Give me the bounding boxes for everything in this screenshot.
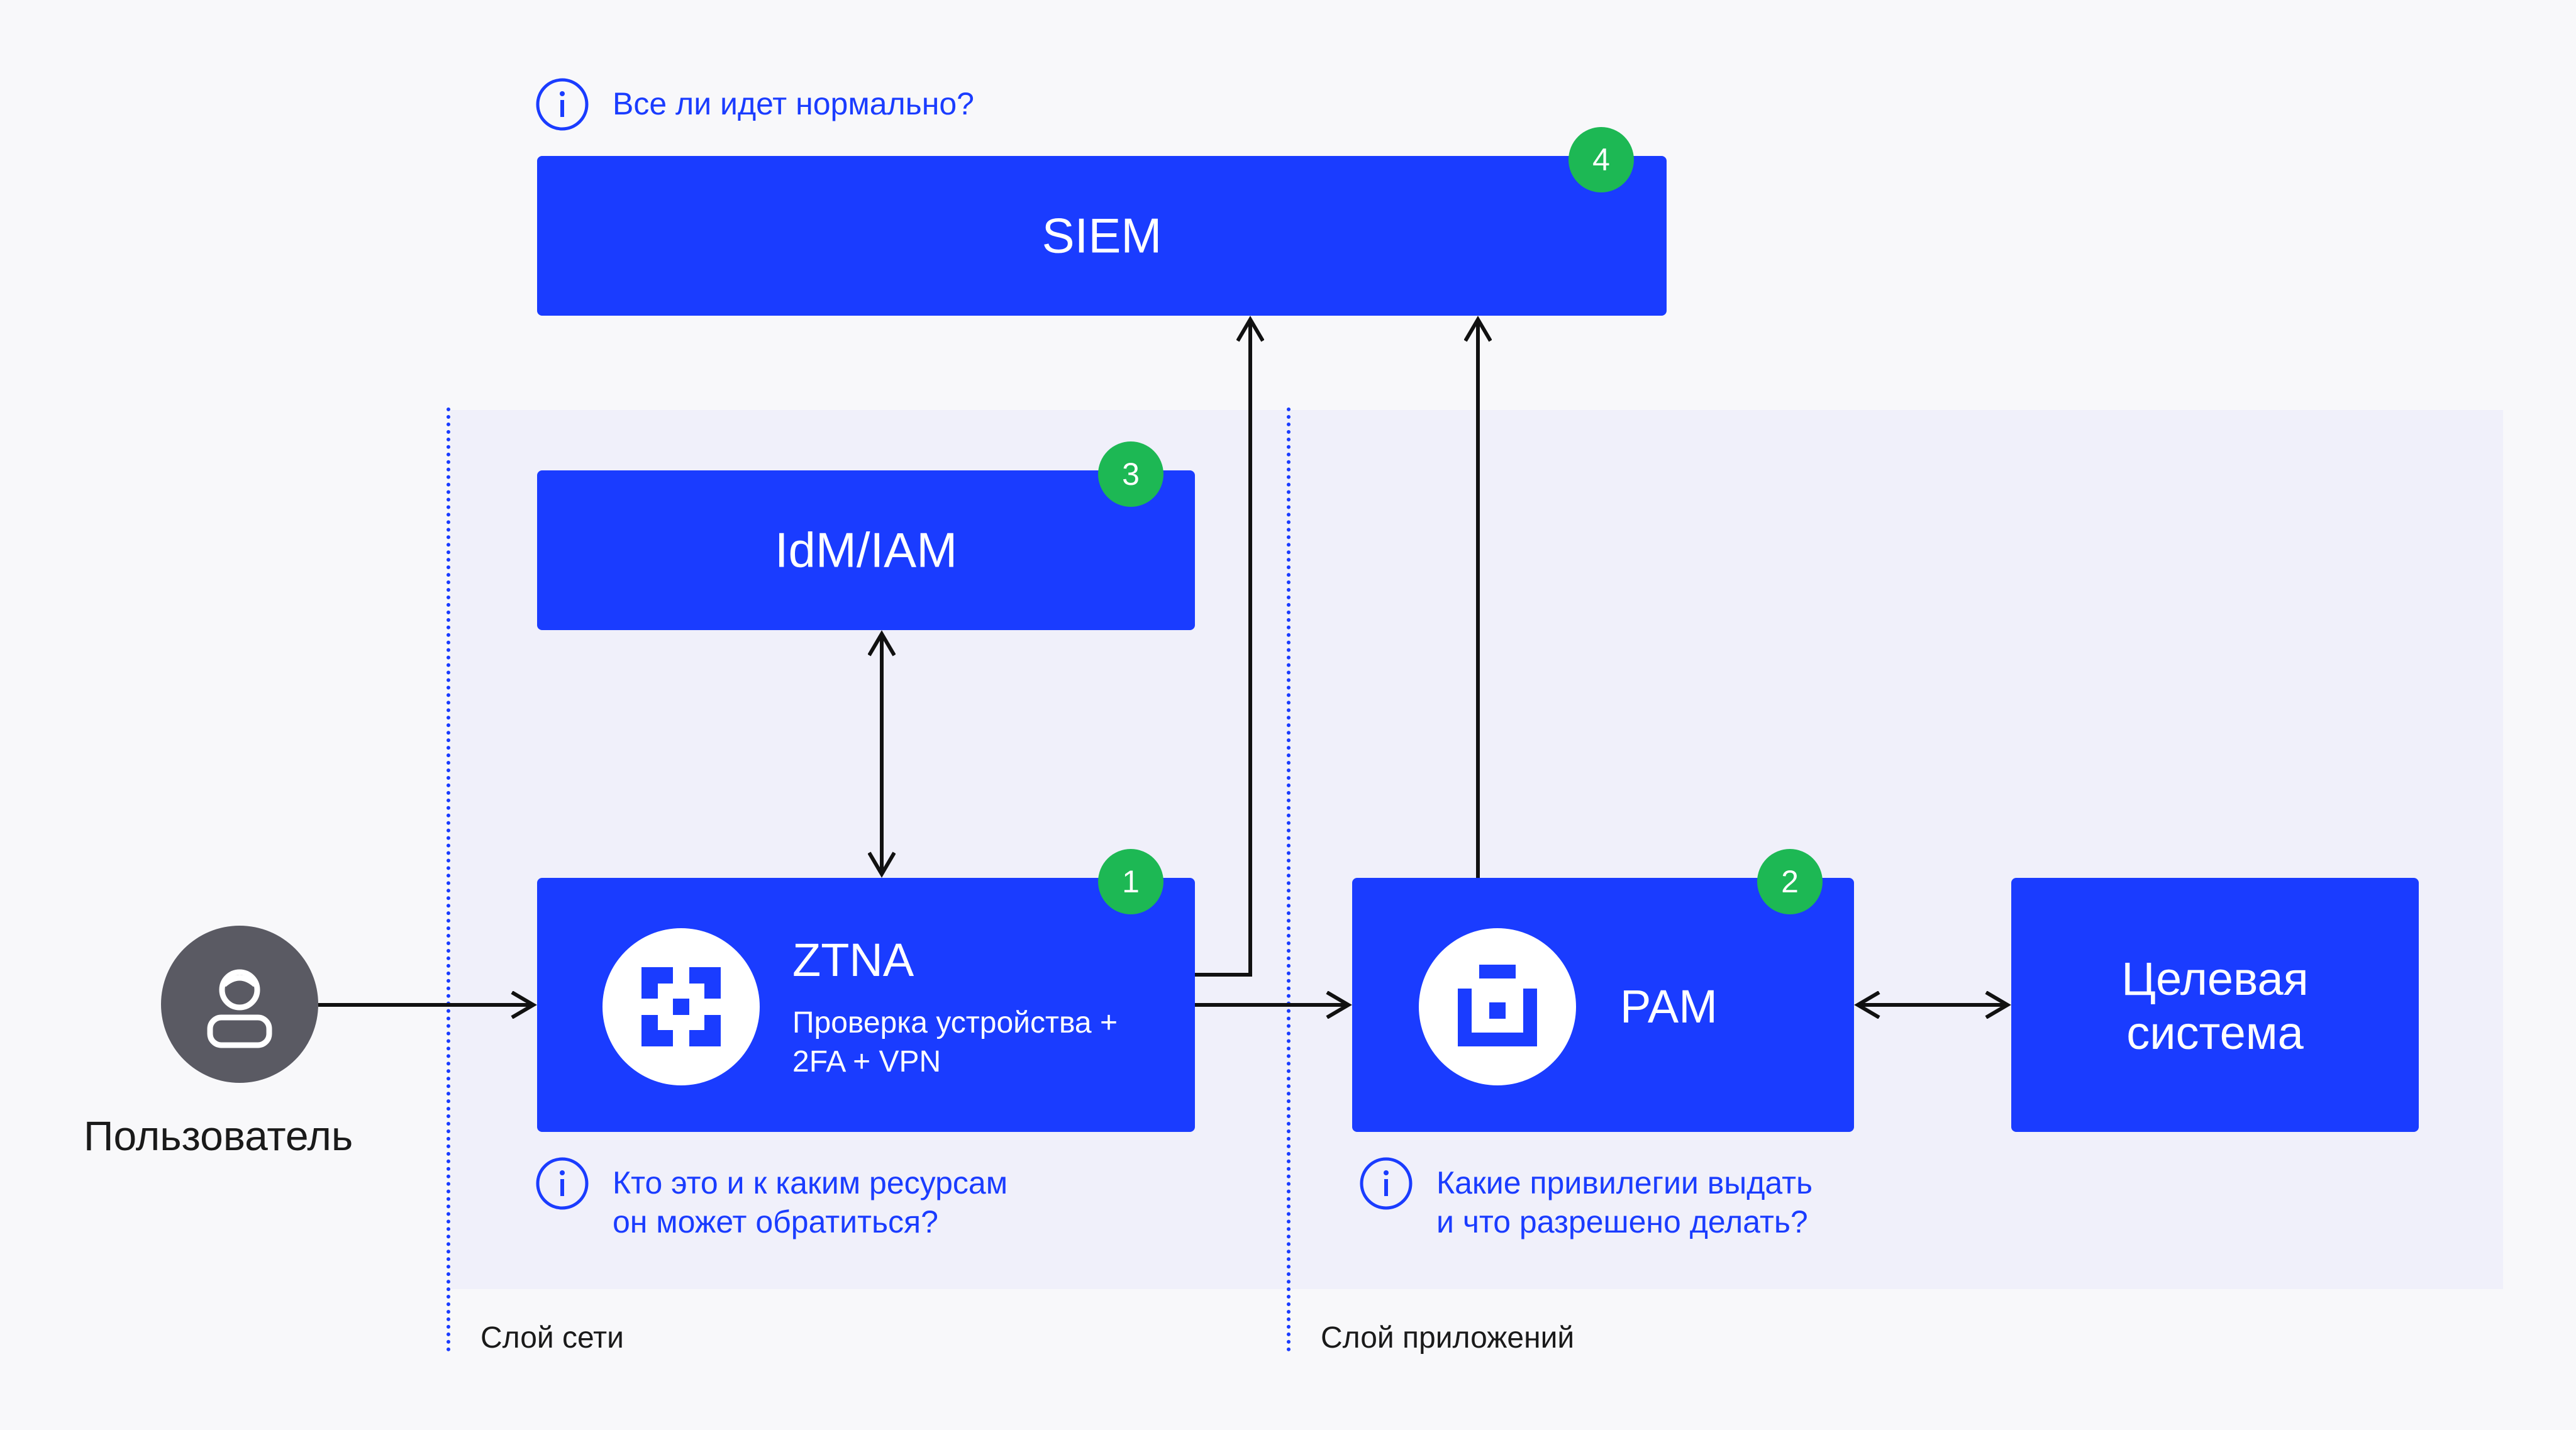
idm-iam-box: IdM/IAM: [537, 470, 1195, 630]
pam-logo: [1419, 928, 1576, 1085]
ztna-note: Кто это и к каким ресурсам он может обра…: [536, 1157, 1008, 1241]
network-layer-divider: [447, 407, 450, 1352]
ztna-subtitle-line-2: 2FA + VPN: [792, 1045, 941, 1078]
ztna-badge: 1: [1098, 849, 1163, 914]
pam-note-line-2: и что разрешено делать?: [1436, 1204, 1808, 1239]
arrow-ztna-to-siem: [1195, 319, 1250, 977]
ztna-subtitle-line-1: Проверка устройства +: [792, 1006, 1118, 1039]
info-icon: [536, 78, 589, 131]
ztna-note-line-2: он может обратиться?: [613, 1204, 938, 1239]
idm-iam-badge: 3: [1098, 441, 1163, 507]
siem-note-line-1: Все ли идет нормально?: [613, 86, 974, 121]
user-label: Пользователь: [84, 1112, 353, 1159]
siem-note: Все ли идет нормально?: [536, 78, 974, 131]
application-layer-divider: [1287, 407, 1291, 1352]
pam-badge: 2: [1757, 849, 1823, 914]
siem-box: SIEM: [537, 156, 1667, 316]
siem-badge: 4: [1568, 127, 1634, 192]
network-layer-label: Слой сети: [480, 1321, 624, 1355]
target-system-box: Целевая система: [2011, 878, 2419, 1132]
info-icon: [536, 1157, 589, 1210]
pam-title: PAM: [1620, 980, 1718, 1033]
pam-note-line-1: Какие привилегии выдать: [1436, 1165, 1813, 1200]
pam-note: Какие привилегии выдать и что разрешено …: [1360, 1157, 1813, 1241]
target-system-title-line-1: Целевая: [2121, 953, 2309, 1005]
ztna-subtitle: Проверка устройства + 2FA + VPN: [792, 1004, 1118, 1082]
ztna-title: ZTNA: [792, 934, 914, 986]
ztna-note-line-1: Кто это и к каким ресурсам: [613, 1165, 1008, 1200]
idm-iam-title: IdM/IAM: [774, 522, 958, 578]
ztna-logo-icon: [641, 967, 721, 1046]
target-system-title: Целевая система: [2011, 952, 2419, 1060]
user-icon: [207, 969, 272, 1048]
target-system-title-line-2: система: [2126, 1007, 2304, 1059]
info-icon: [1360, 1157, 1413, 1210]
pam-logo-icon: [1458, 965, 1537, 1046]
application-layer-label: Слой приложений: [1321, 1321, 1575, 1355]
pam-box: PAM: [1352, 878, 1854, 1132]
ztna-box: ZTNA Проверка устройства + 2FA + VPN: [537, 878, 1195, 1132]
siem-title: SIEM: [1041, 208, 1162, 263]
ztna-logo: [602, 928, 760, 1085]
siem-note-text: Все ли идет нормально?: [613, 78, 974, 123]
ztna-note-text: Кто это и к каким ресурсам он может обра…: [613, 1157, 1008, 1241]
pam-note-text: Какие привилегии выдать и что разрешено …: [1436, 1157, 1813, 1241]
user-avatar: [161, 926, 318, 1083]
application-layer-zone: [1291, 410, 2503, 1289]
